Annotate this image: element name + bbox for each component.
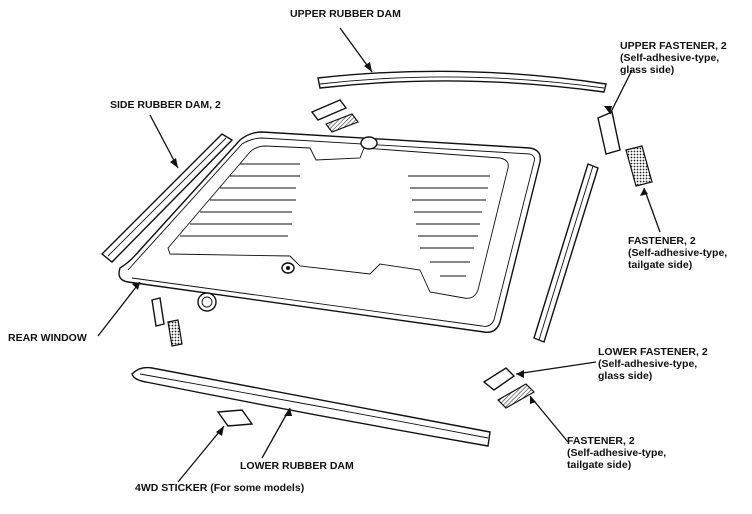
upper-fastener-pads-left [310, 99, 359, 133]
label-rear-window: REAR WINDOW [8, 332, 87, 344]
label-fastener-tailgate-lower: FASTENER, 2 (Self-adhesive-type, tailgat… [567, 435, 667, 471]
side-rubber-dam-left [100, 133, 234, 263]
left-fasteners [151, 292, 217, 347]
label-lower-rubber-dam: LOWER RUBBER DAM [240, 460, 354, 472]
leader-arrowheads [132, 62, 648, 436]
4wd-sticker [216, 409, 254, 427]
rear-window-glass [118, 131, 541, 333]
label-4wd-sticker: 4WD STICKER (For some models) [135, 482, 305, 494]
leader-rear-window [97, 281, 141, 337]
leader-lower-rubber-dam [261, 407, 291, 459]
leader-upper-fastener [609, 69, 633, 115]
leader-4wd-sticker [177, 425, 225, 483]
leader-fastener-tailgate-lower [529, 395, 569, 443]
lower-fasteners-right [482, 367, 535, 409]
leader-fastener-tailgate-upper [643, 187, 661, 233]
side-rubber-dam-right [533, 163, 599, 343]
upper-rubber-dam [317, 70, 607, 93]
upper-fastener-right [597, 111, 653, 187]
label-fastener-tailgate-upper: FASTENER, 2 (Self-adhesive-type, tailgat… [628, 235, 728, 271]
lower-rubber-dam [131, 366, 491, 447]
label-upper-fastener: UPPER FASTENER, 2 (Self-adhesive-type, g… [620, 40, 727, 76]
leader-side-rubber-dam [149, 114, 179, 169]
leader-lower-fastener [515, 361, 597, 375]
label-upper-rubber-dam: UPPER RUBBER DAM [290, 8, 401, 20]
label-lower-fastener: LOWER FASTENER, 2 (Self-adhesive-type, g… [598, 346, 708, 382]
label-side-rubber-dam: SIDE RUBBER DAM, 2 [110, 99, 221, 111]
